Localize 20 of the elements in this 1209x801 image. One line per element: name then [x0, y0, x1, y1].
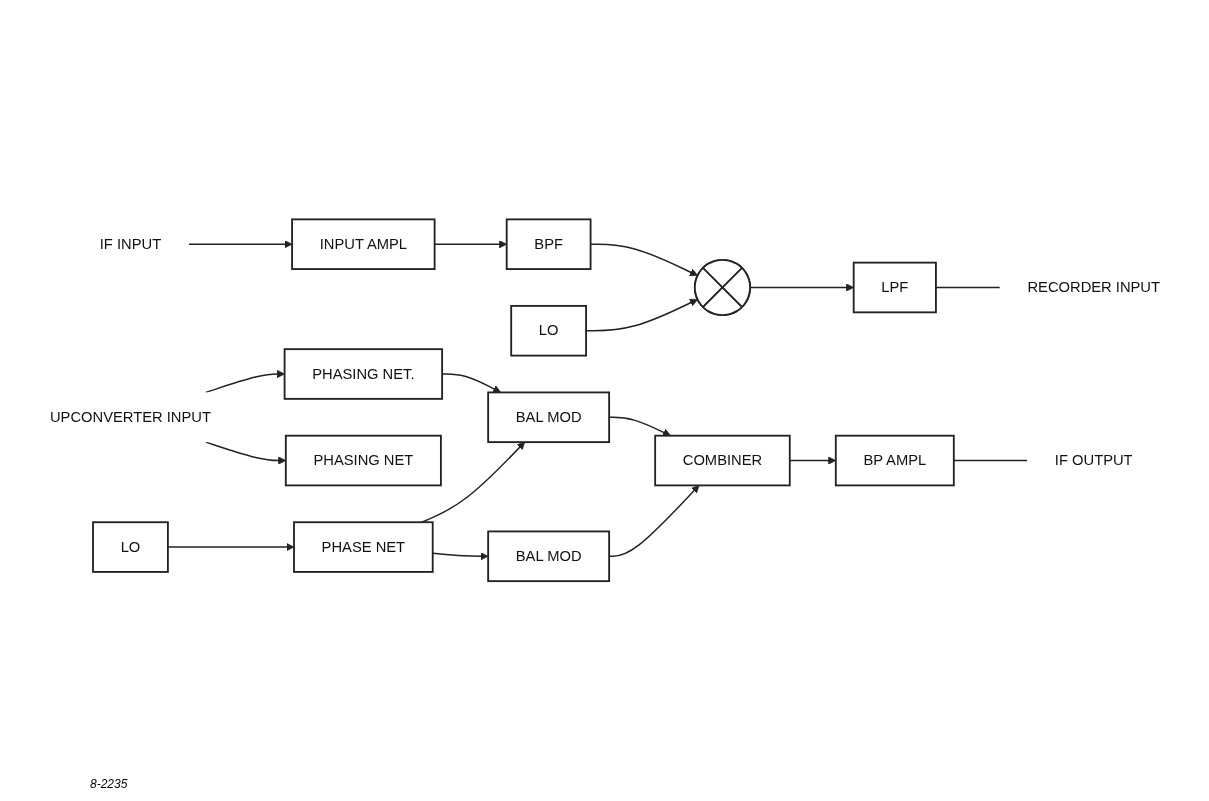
- node-box: LPF: [852, 261, 937, 314]
- node-text: IF OUTPUT: [1054, 452, 1133, 469]
- node-text: IF INPUT: [99, 236, 161, 252]
- figure-number: 8-2235: [90, 777, 128, 791]
- node-box: BAL MOD: [486, 530, 610, 583]
- node-box: LO: [91, 521, 169, 574]
- node-box: PHASING NET.: [283, 348, 443, 401]
- node-box: BAL MOD: [486, 391, 610, 444]
- node-box: LO: [509, 305, 587, 357]
- node-box: PHASING NET: [284, 435, 442, 487]
- node-text: RECORDER INPUT: [1026, 279, 1160, 296]
- arrow: [204, 370, 285, 394]
- node-box: BPF: [505, 218, 591, 271]
- arrow: [204, 441, 286, 465]
- arrow: [187, 240, 292, 249]
- node-box: INPUT AMPL: [290, 218, 436, 271]
- node-text: UPCONVERTER INPUT: [49, 409, 211, 425]
- node-box: BP AMPL: [834, 435, 955, 487]
- node-box: PHASE NET: [292, 521, 434, 574]
- node-box: COMBINER: [653, 435, 791, 487]
